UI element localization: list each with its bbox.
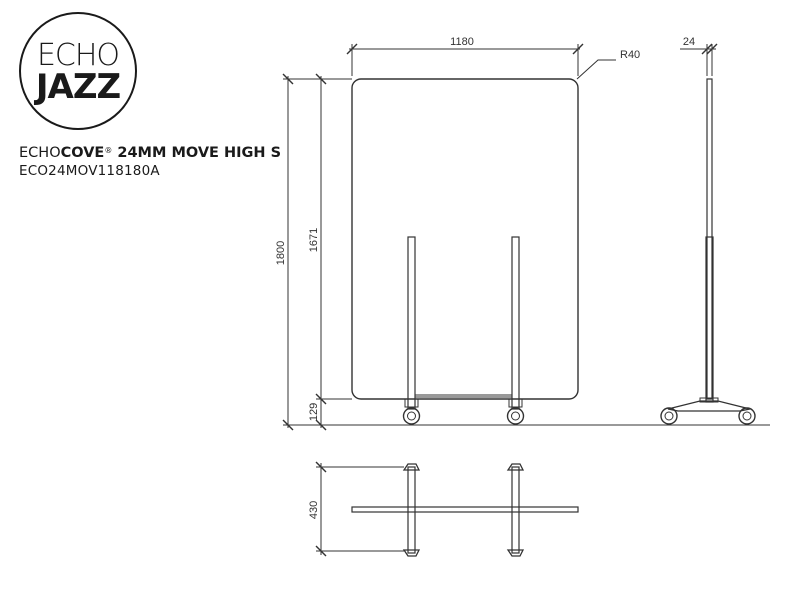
dim-panel-height-tick-mid: [315, 393, 327, 405]
top-right-caster-front: [506, 463, 525, 471]
product-title: ECHOCOVE® 24MM MOVE HIGH S: [19, 145, 281, 161]
product-code: ECO24MOV118180A: [19, 163, 160, 179]
product-name-light: ECHO: [19, 145, 61, 161]
top-left-caster-back: [402, 549, 421, 557]
side-left-wheel: [660, 407, 678, 425]
registered-mark: ®: [104, 146, 113, 155]
dim-total-height-tick-top: [282, 73, 294, 85]
dim-depth-tick-top: [315, 461, 327, 473]
dim-depth-label: 430: [308, 501, 320, 519]
product-name-rest: 24MM MOVE HIGH S: [112, 145, 282, 161]
panel-outline: [351, 78, 579, 400]
side-right-wheel: [738, 407, 756, 425]
top-left-leg: [407, 466, 416, 554]
top-left-caster-front: [402, 463, 421, 471]
side-right-wheel-hub: [742, 411, 752, 421]
top-view: [315, 461, 579, 557]
dim-radius-label: R40: [620, 49, 640, 61]
right-wheel: [506, 407, 525, 425]
brand-logo: ECHO JAZZ: [19, 12, 137, 130]
left-upright: [407, 236, 416, 410]
product-name-bold: COVE: [60, 145, 105, 161]
left-leg-base: [404, 398, 419, 408]
dim-panel-height-label: 1671: [308, 228, 320, 252]
side-left-wheel-hub: [664, 411, 674, 421]
front-view: [282, 43, 770, 431]
radius-leader: [576, 59, 616, 80]
dim-width-tick-left: [346, 43, 358, 55]
right-leg-base: [508, 398, 523, 408]
logo-text-bottom: JAZZ: [35, 67, 121, 107]
right-wheel-hub: [511, 411, 520, 421]
dim-thickness-tick-left: [701, 43, 713, 55]
side-base-block: [699, 397, 719, 403]
dim-thickness-label: 24: [683, 36, 695, 48]
dim-panel-height-tick-top: [315, 73, 327, 85]
dim-clearance-label: 129: [308, 403, 320, 421]
dim-panel-height-tick-bottom: [315, 419, 327, 431]
dim-total-height-label: 1800: [275, 241, 287, 265]
dim-total-height-tick-bottom: [282, 419, 294, 431]
left-wheel-hub: [407, 411, 416, 421]
left-wheel: [402, 407, 421, 425]
right-upright: [511, 236, 520, 410]
dim-width-tick-right: [572, 43, 584, 55]
dim-thickness-tick-right: [706, 43, 718, 55]
side-panel: [706, 78, 713, 400]
logo-text-top: ECHO: [36, 38, 120, 73]
dim-width-label: 1180: [450, 36, 474, 48]
top-panel: [351, 506, 579, 513]
side-view: [660, 43, 756, 425]
dim-depth-tick-bottom: [315, 545, 327, 557]
top-right-leg: [511, 466, 520, 554]
top-right-caster-back: [506, 549, 525, 557]
